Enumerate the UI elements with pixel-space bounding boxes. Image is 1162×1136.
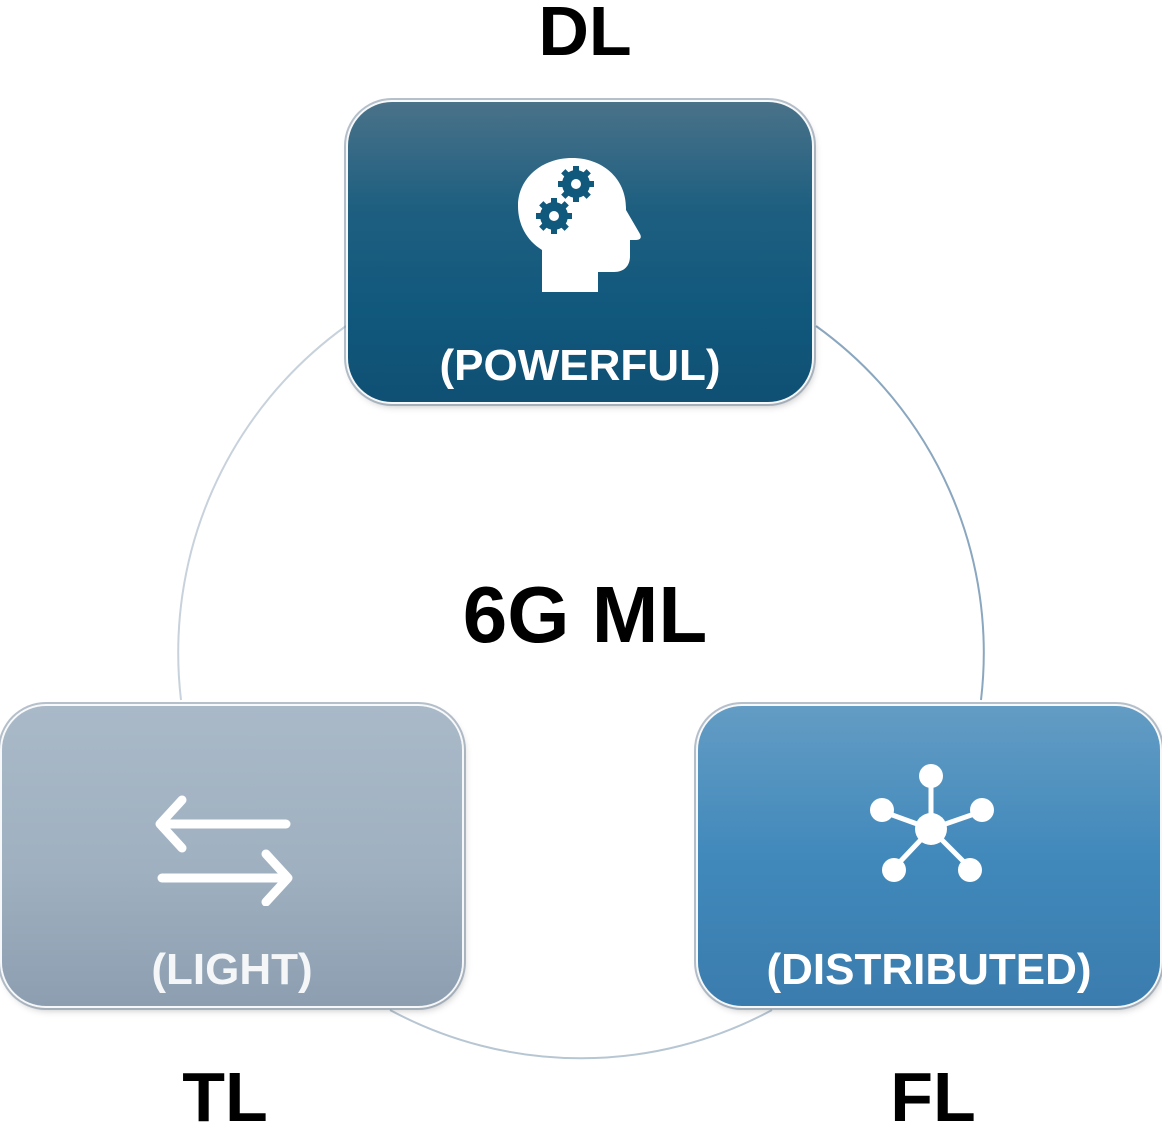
node-box-tl: (LIGHT) (2, 706, 462, 1006)
head-gears-icon (518, 158, 641, 292)
node-label-dl: DL (538, 0, 632, 70)
network-hub-icon (870, 764, 994, 882)
node-box-dl: (POWERFUL) (348, 102, 812, 402)
node-caption-fl: (DISTRIBUTED) (766, 945, 1092, 994)
node-box-fl: (DISTRIBUTED) (698, 706, 1160, 1006)
arc-dl-to-fl (815, 325, 985, 701)
node-caption-tl: (LIGHT) (151, 945, 313, 994)
node-label-tl: TL (182, 1058, 268, 1136)
exchange-arrows-icon (155, 795, 293, 906)
center-title: 6G ML (462, 570, 708, 659)
node-caption-dl: (POWERFUL) (439, 341, 721, 390)
node-label-fl: FL (890, 1058, 976, 1136)
arc-tl-to-dl (177, 325, 347, 701)
arc-fl-to-tl (389, 1009, 773, 1060)
